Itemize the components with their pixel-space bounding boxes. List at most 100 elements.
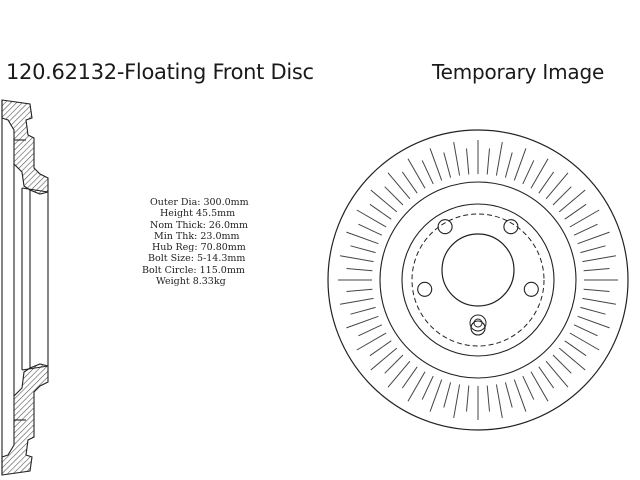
vent-slot xyxy=(356,209,387,228)
vent-slot xyxy=(453,384,461,418)
vent-slot xyxy=(384,354,404,374)
center-bore xyxy=(441,233,515,307)
vent-slot xyxy=(486,148,490,175)
vent-slot xyxy=(346,315,379,329)
vent-slot xyxy=(583,288,610,292)
vent-slot xyxy=(569,332,600,351)
vent-slot xyxy=(358,324,383,337)
spec-value: 115.0mm xyxy=(199,264,245,276)
spec-value: 8.33kg xyxy=(192,276,226,288)
spec-bolt-circle: Bolt Circle: 115.0mm xyxy=(128,265,288,276)
vent-slot xyxy=(558,347,586,371)
part-title: 120.62132-Floating Front Disc xyxy=(6,60,314,84)
vent-slot xyxy=(466,385,470,412)
vent-slot xyxy=(582,297,616,305)
rotor-side-profile xyxy=(1,99,49,476)
spec-label: Nom Thick: xyxy=(150,219,206,231)
vent-slot xyxy=(346,268,373,272)
spec-hub-register: Hub Reg: 70.80mm xyxy=(128,242,288,253)
vent-slot xyxy=(558,189,586,213)
lug-hole xyxy=(470,320,486,336)
vent-slot xyxy=(569,209,600,228)
vent-slot xyxy=(429,148,443,181)
vent-slot xyxy=(577,231,610,245)
vent-slot xyxy=(421,375,434,400)
spec-minimum-thickness: Min Thk: 23.0mm xyxy=(128,231,288,242)
vent-slot xyxy=(370,189,398,213)
lug-hole xyxy=(437,219,453,235)
vent-slot xyxy=(384,186,404,206)
vent-slot xyxy=(495,142,503,176)
lug-hole xyxy=(417,281,433,297)
spec-value: 300.0mm xyxy=(203,197,249,208)
vent-slot xyxy=(340,255,374,263)
vent-slot xyxy=(350,245,376,254)
spec-label: Hub Reg: xyxy=(152,242,198,254)
spec-height: Height 45.5mm xyxy=(128,208,288,219)
spec-value: 45.5mm xyxy=(196,208,236,220)
vent-slot xyxy=(421,160,434,185)
vent-slot xyxy=(583,268,610,272)
spec-weight: Weight 8.33kg xyxy=(128,276,288,287)
vent-slot xyxy=(538,171,555,194)
vent-slot xyxy=(369,340,392,357)
vent-slot xyxy=(486,385,490,412)
vent-slot xyxy=(356,332,387,351)
lug-hole xyxy=(523,281,539,297)
lug-holes xyxy=(417,219,539,336)
vent-slot xyxy=(340,297,374,305)
vent-slots xyxy=(338,140,618,420)
vent-slot xyxy=(577,315,610,329)
spec-label: Bolt Size: xyxy=(148,253,194,265)
spec-label: Min Thk: xyxy=(154,230,198,242)
spec-nominal-thickness: Nom Thick: 26.0mm xyxy=(128,220,288,231)
lug-hole xyxy=(503,219,519,235)
vent-slot xyxy=(369,203,392,220)
vent-slot xyxy=(552,354,572,374)
spec-value: 26.0mm xyxy=(208,219,249,231)
vent-slot xyxy=(495,384,503,418)
vent-slot xyxy=(443,152,452,178)
vent-slot xyxy=(407,158,426,189)
vent-slot xyxy=(407,371,426,402)
vent-slot xyxy=(401,171,418,194)
vent-slot xyxy=(346,231,379,245)
vent-slot xyxy=(370,347,398,371)
vent-slot xyxy=(573,223,598,236)
vent-slot xyxy=(387,360,411,388)
vent-slot xyxy=(401,366,418,389)
locator-hole-inner xyxy=(473,318,483,328)
vent-slot xyxy=(564,340,587,357)
spec-bolt-size: Bolt Size: 5-14.3mm xyxy=(128,253,288,264)
vent-slot xyxy=(522,375,535,400)
vent-slot xyxy=(466,148,470,175)
spec-value: 23.0mm xyxy=(200,230,240,242)
vent-slot xyxy=(580,245,606,254)
vent-slot xyxy=(530,371,549,402)
temporary-image-label: Temporary Image xyxy=(432,60,605,84)
spec-label: Outer Dia: xyxy=(150,197,201,208)
vent-slot xyxy=(504,152,513,178)
vent-slot xyxy=(504,382,513,408)
upper-plate-section xyxy=(1,99,49,195)
vent-slot xyxy=(530,158,549,189)
spec-value: 5-14.3mm xyxy=(196,253,246,265)
vent-slot xyxy=(582,255,616,263)
spec-value: 70.80mm xyxy=(200,242,246,254)
hat-outer-edge xyxy=(401,203,555,357)
spec-label: Bolt Circle: xyxy=(142,264,197,276)
vent-slot xyxy=(346,288,373,292)
vent-slot xyxy=(358,223,383,236)
vent-slot xyxy=(513,148,527,181)
vent-slot xyxy=(513,379,527,412)
vent-slot xyxy=(564,203,587,220)
locator-hole-outer xyxy=(469,314,487,332)
vent-slot xyxy=(443,382,452,408)
spec-label: Height xyxy=(160,208,193,220)
vent-slot xyxy=(545,360,569,388)
vent-slot xyxy=(545,172,569,200)
vent-slot xyxy=(580,306,606,315)
vent-slot xyxy=(429,379,443,412)
vent-slot xyxy=(552,186,572,206)
